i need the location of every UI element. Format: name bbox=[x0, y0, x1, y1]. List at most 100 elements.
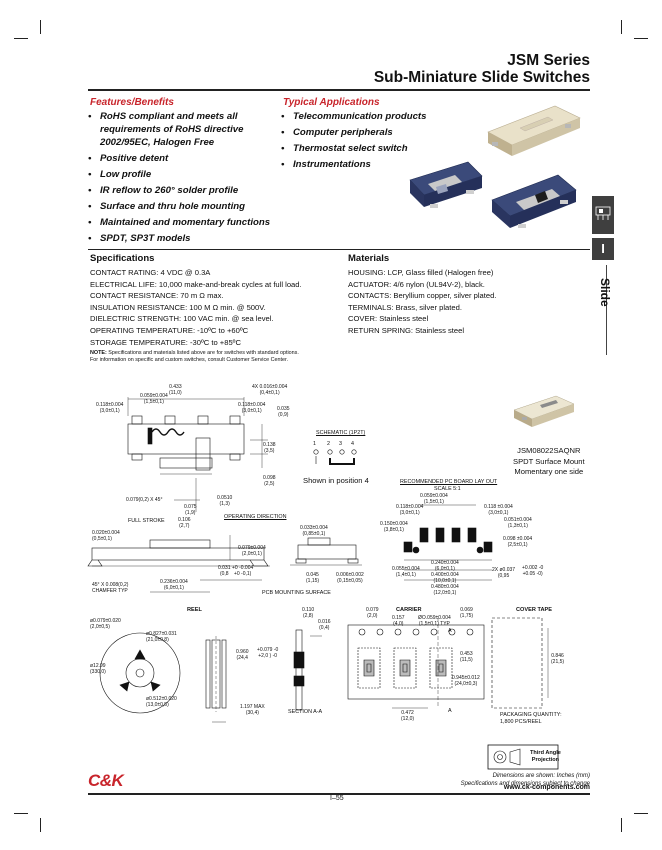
shown-position-caption: Shown in position 4 bbox=[303, 476, 369, 485]
website-link[interactable]: www.ck-components.com bbox=[503, 784, 590, 791]
dim-label: 0.157(4,0) bbox=[392, 615, 405, 627]
dim-label: 2X ø0.037(0,95 bbox=[492, 567, 516, 579]
specifications-list: CONTACT RATING: 4 VDC @ 0.3A ELECTRICAL … bbox=[90, 267, 302, 348]
pcb-layout-title: RECOMMENDED PC BOARD LAY OUT bbox=[400, 479, 498, 485]
crop-mark bbox=[634, 38, 648, 39]
dim-label: 0.480±0.004(12,0±0,1) bbox=[431, 584, 459, 596]
side-view-drawing bbox=[290, 537, 362, 566]
slide-switch-icon bbox=[595, 206, 611, 220]
schematic-pin: 4 bbox=[351, 441, 354, 447]
dim-label: 0.059±0.004(1,5±0,1) bbox=[140, 393, 168, 405]
list-item: •Computer peripherals bbox=[281, 127, 393, 138]
pcb-mounting-label: PCB MOUNTING SURFACE bbox=[262, 590, 331, 596]
switch-photo-small bbox=[513, 395, 575, 427]
spec-line: INSULATION RESISTANCE: 100 M Ω min. @ 50… bbox=[90, 302, 266, 312]
spec-line: OPERATING TEMPERATURE: -10ºC to +60ºC bbox=[90, 325, 249, 335]
dim-label: 0.472(12,0) bbox=[401, 710, 415, 722]
features-list: •RoHS compliant and meets all requiremen… bbox=[88, 110, 288, 245]
dim-label: 0.079(2,0) bbox=[366, 607, 379, 619]
list-item: •Positive detent bbox=[88, 153, 169, 164]
part-caption: JSM08022SAQNR SPDT Surface Mount Momenta… bbox=[513, 446, 585, 476]
carrier-label: CARRIER bbox=[396, 607, 422, 613]
dim-label: 0.033±0.004(0,85±0,1) bbox=[300, 525, 328, 537]
series-title: JSM Series bbox=[507, 52, 590, 69]
dim-label: 0.138(3,5) bbox=[263, 442, 276, 454]
dim-label: +0 -0.004+0 -0,1) bbox=[232, 565, 254, 577]
schematic-title: SCHEMATIC (1P2T) bbox=[316, 430, 366, 436]
material-line: TERMINALS: Brass, silver plated. bbox=[348, 302, 462, 312]
dim-label: 0.045(1,15) bbox=[306, 572, 320, 584]
tab-divider bbox=[606, 265, 607, 355]
section-marker: A bbox=[448, 708, 452, 714]
section-aa-label: SECTION A-A bbox=[288, 709, 323, 715]
schematic-drawing bbox=[313, 449, 357, 465]
spec-line: DIELECTRIC STRENGTH: 100 VAC min. @ sea … bbox=[90, 314, 274, 324]
footer-notes: Dimensions are shown: Inches (mm) Specif… bbox=[460, 773, 590, 787]
crop-mark bbox=[621, 20, 622, 34]
dim-label: 0.240±0.004(6,0±0,1) bbox=[431, 560, 459, 572]
list-item: •IR reflow to 260° solder profile bbox=[88, 185, 239, 196]
list-item: •Low profile bbox=[88, 169, 152, 180]
section-letter: I bbox=[592, 238, 614, 260]
crop-mark bbox=[634, 813, 648, 814]
list-item: •Surface and thru hole mounting bbox=[88, 201, 245, 212]
list-item: requirements of RoHS directive bbox=[100, 124, 244, 135]
material-line: COVER: Stainless steel bbox=[348, 314, 429, 324]
dim-label: 0.016(0,4) bbox=[318, 619, 331, 631]
dim-label: ø12.99(330,0) bbox=[90, 663, 106, 675]
dim-label: 0.079±0.004(2,0±0,1) bbox=[238, 545, 266, 557]
header-rule bbox=[88, 89, 590, 91]
full-stroke-label: FULL STROKE bbox=[128, 518, 165, 524]
dim-label: 0.118±0.004(3,0±0,1) bbox=[396, 504, 424, 516]
dim-label: 0.453(11,5) bbox=[460, 651, 473, 663]
dim-label: ø0.512±0.020(13,0±0,5) bbox=[146, 696, 177, 708]
list-item: •Thermostat select switch bbox=[281, 143, 408, 154]
ck-logo: C&K bbox=[88, 771, 124, 790]
operating-direction-label: OPERATING DIRECTION bbox=[224, 514, 287, 520]
material-line: ACTUATOR: 4/6 nylon (UL94V-2), black. bbox=[348, 279, 485, 289]
spec-line: CONTACT RESISTANCE: 70 m Ω max. bbox=[90, 291, 224, 301]
dim-label: +0.002 -0+0.05 -0) bbox=[522, 565, 544, 577]
carrier-tape-drawing bbox=[347, 618, 485, 709]
spec-line: CONTACT RATING: 4 VDC @ 0.3A bbox=[90, 268, 211, 277]
dim-label: 0.433(11,0) bbox=[169, 384, 182, 396]
dim-label: 0.236±0.004(6,0±0,1) bbox=[160, 579, 188, 591]
crop-mark bbox=[40, 818, 41, 832]
crop-mark bbox=[40, 20, 41, 34]
dim-label: 0.0510(1,3) bbox=[217, 495, 233, 507]
material-line: HOUSING: LCP, Glass filled (Halogen free… bbox=[348, 268, 494, 277]
applications-heading: Typical Applications bbox=[283, 97, 380, 108]
dim-label: 1.197 MAX(30,4) bbox=[240, 704, 265, 716]
dim-label: 0.960(24,4 bbox=[236, 649, 249, 661]
page-number: I–55 bbox=[330, 795, 344, 802]
switch-photo bbox=[487, 105, 581, 156]
reel-label: REEL bbox=[187, 607, 202, 613]
projection-icon bbox=[487, 744, 559, 770]
material-line: CONTACTS: Beryllium copper, silver plate… bbox=[348, 291, 497, 301]
spec-note: NOTE: Specifications and materials liste… bbox=[90, 350, 299, 363]
switch-photo bbox=[409, 161, 483, 208]
chamfer-label: 45° X 0.008(0,2)CHAMFER TYP bbox=[92, 582, 129, 594]
section-rule bbox=[88, 249, 590, 250]
crop-mark bbox=[621, 818, 622, 832]
dim-label: 0.846(21,5) bbox=[551, 653, 565, 665]
dim-label: 0.006±0.002(0,15±0,05) bbox=[336, 572, 364, 584]
list-item: 2002/95EC, Halogen Free bbox=[100, 137, 215, 148]
dim-label: 0.051±0.004(1,3±0,1) bbox=[504, 517, 532, 529]
spec-line: STORAGE TEMPERATURE: -30ºC to +85ºC bbox=[90, 337, 241, 347]
dim-label: 0.150±0.004(3,8±0,1) bbox=[380, 521, 408, 533]
dim-label: 0.035(0,9) bbox=[277, 406, 290, 418]
section-marker: A bbox=[448, 628, 452, 634]
material-line: RETURN SPRING: Stainless steel bbox=[348, 325, 465, 335]
dim-label: 0.059±0.004(1,5±0,1) bbox=[420, 493, 448, 505]
footer-rule bbox=[88, 793, 590, 795]
dim-label: +0.079 -0+2,0 ) -0 bbox=[257, 647, 279, 659]
front-view-drawing bbox=[87, 535, 270, 593]
dim-label: 0.106(2,7) bbox=[178, 517, 191, 529]
crop-mark bbox=[14, 813, 28, 814]
dim-label: ø0.079±0.020(2,0±0,5) bbox=[90, 618, 121, 630]
packaging-label: PACKAGING QUANTITY:1,800 PCS/REEL bbox=[500, 712, 562, 725]
pcb-layout-drawing bbox=[403, 504, 493, 581]
page-subtitle: Sub-Miniature Slide Switches bbox=[373, 69, 590, 86]
